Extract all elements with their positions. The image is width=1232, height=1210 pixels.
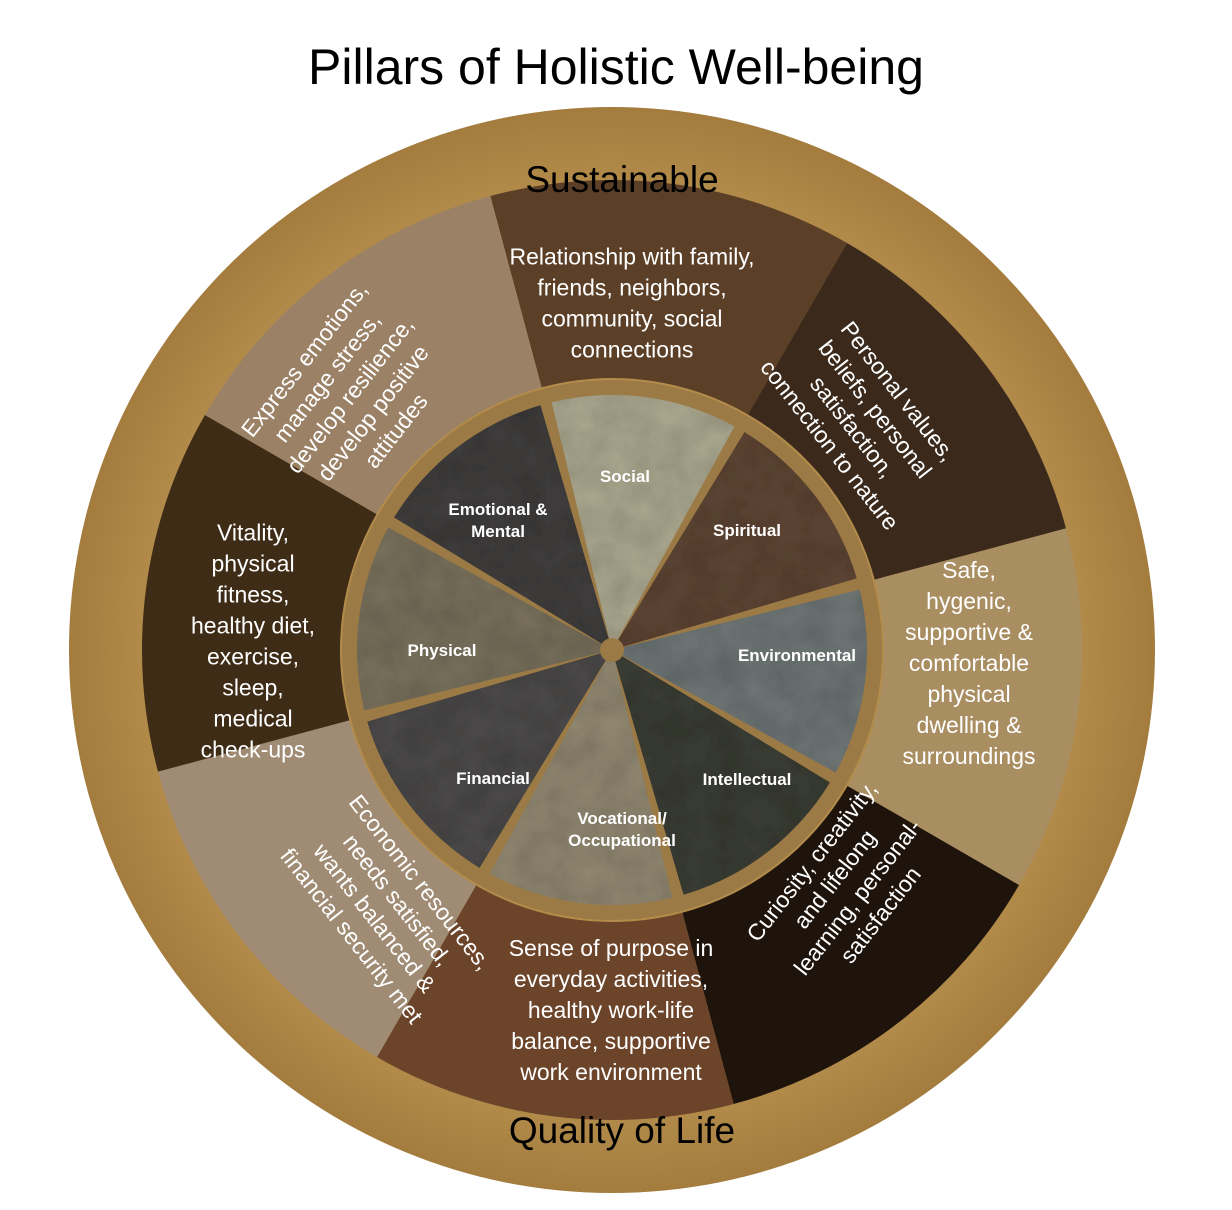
pillar-name-line: Financial xyxy=(456,769,530,788)
outer-label-bottom: Quality of Life xyxy=(509,1110,735,1151)
stone-segment-social xyxy=(551,395,735,640)
description-line: sleep, xyxy=(222,675,283,701)
description-line: connections xyxy=(571,337,694,363)
description-physical: Vitality, physical fitness, healthy diet, ex… xyxy=(191,520,315,763)
pillar-name-line: Vocational/ xyxy=(577,809,667,828)
description-line: fitness, xyxy=(217,582,290,608)
description-line: community, social xyxy=(541,306,722,332)
description-line: hygenic, xyxy=(926,588,1012,614)
stone-segment-vocational xyxy=(489,660,673,905)
description-line: work environment xyxy=(519,1059,702,1085)
description-line: balance, supportive xyxy=(511,1028,710,1054)
description-line: physical xyxy=(211,551,294,577)
pillar-names: SocialSpiritualEnvironmentalIntellectual… xyxy=(408,467,857,850)
band-segment-vocational xyxy=(377,885,734,1120)
pillar-name-social: Social xyxy=(600,467,650,486)
pillar-name-line: Occupational xyxy=(568,831,676,850)
description-social: Relationship with family, friends, neighb… xyxy=(509,244,754,363)
pillar-name-environmental: Environmental xyxy=(738,646,856,665)
description-band xyxy=(141,180,1082,1120)
band-segment-intellectual xyxy=(682,786,1020,1104)
pillar-name-financial: Financial xyxy=(456,769,530,788)
outer-label-top: Sustainable xyxy=(525,159,718,200)
description-line: everyday activities, xyxy=(514,966,708,992)
description-line: dwelling & xyxy=(917,712,1022,738)
pillar-name-physical: Physical xyxy=(408,641,477,660)
band-segment-spiritual xyxy=(748,242,1066,580)
description-line: physical xyxy=(927,681,1010,707)
description-environmental: Safe, hygenic, supportive & comfortable phys… xyxy=(903,557,1036,769)
description-line: Vitality, xyxy=(217,520,289,546)
description-line: comfortable xyxy=(909,650,1029,676)
band-segment-financial xyxy=(158,720,476,1058)
pillar-stones xyxy=(357,395,867,905)
description-line: friends, neighbors, xyxy=(537,275,726,301)
description-line: healthy diet, xyxy=(191,613,315,639)
band-segment-emotional xyxy=(204,196,542,514)
pillar-name-line: Spiritual xyxy=(713,521,781,540)
band-segment-social xyxy=(490,180,847,415)
pillar-name-emotional: Emotional & Mental xyxy=(448,500,547,541)
description-line: healthy work-life xyxy=(528,997,694,1023)
pillar-name-intellectual: Intellectual xyxy=(703,770,792,789)
band-segment-physical xyxy=(141,415,377,772)
description-line: check-ups xyxy=(201,737,306,763)
description-line: supportive & xyxy=(905,619,1033,645)
description-line: medical xyxy=(213,706,292,732)
description-line: Relationship with family, xyxy=(509,244,754,270)
description-line: Safe, xyxy=(942,557,996,583)
stone-segment-environmental xyxy=(622,589,867,773)
stone-segment-intellectual xyxy=(615,656,830,895)
pillar-name-line: Intellectual xyxy=(703,770,792,789)
description-line: Sense of purpose in xyxy=(509,935,714,961)
stone-segment-spiritual xyxy=(618,432,857,647)
band-segment-environmental xyxy=(847,528,1082,885)
stone-segment-financial xyxy=(367,653,606,868)
pillar-name-line: Environmental xyxy=(738,646,856,665)
pillar-name-line: Mental xyxy=(471,522,525,541)
page-title: Pillars of Holistic Well-being xyxy=(308,39,924,95)
pillar-name-spiritual: Spiritual xyxy=(713,521,781,540)
pillar-name-line: Physical xyxy=(408,641,477,660)
description-vocational: Sense of purpose in everyday activities, h… xyxy=(509,935,714,1085)
description-line: exercise, xyxy=(207,644,299,670)
stone-segment-physical xyxy=(357,527,602,711)
pillar-name-line: Emotional & xyxy=(448,500,547,519)
pillar-name-vocational: Vocational/Occupational xyxy=(568,809,676,850)
description-line: surroundings xyxy=(903,743,1036,769)
pillar-name-line: Social xyxy=(600,467,650,486)
stone-segment-emotional xyxy=(394,405,609,644)
